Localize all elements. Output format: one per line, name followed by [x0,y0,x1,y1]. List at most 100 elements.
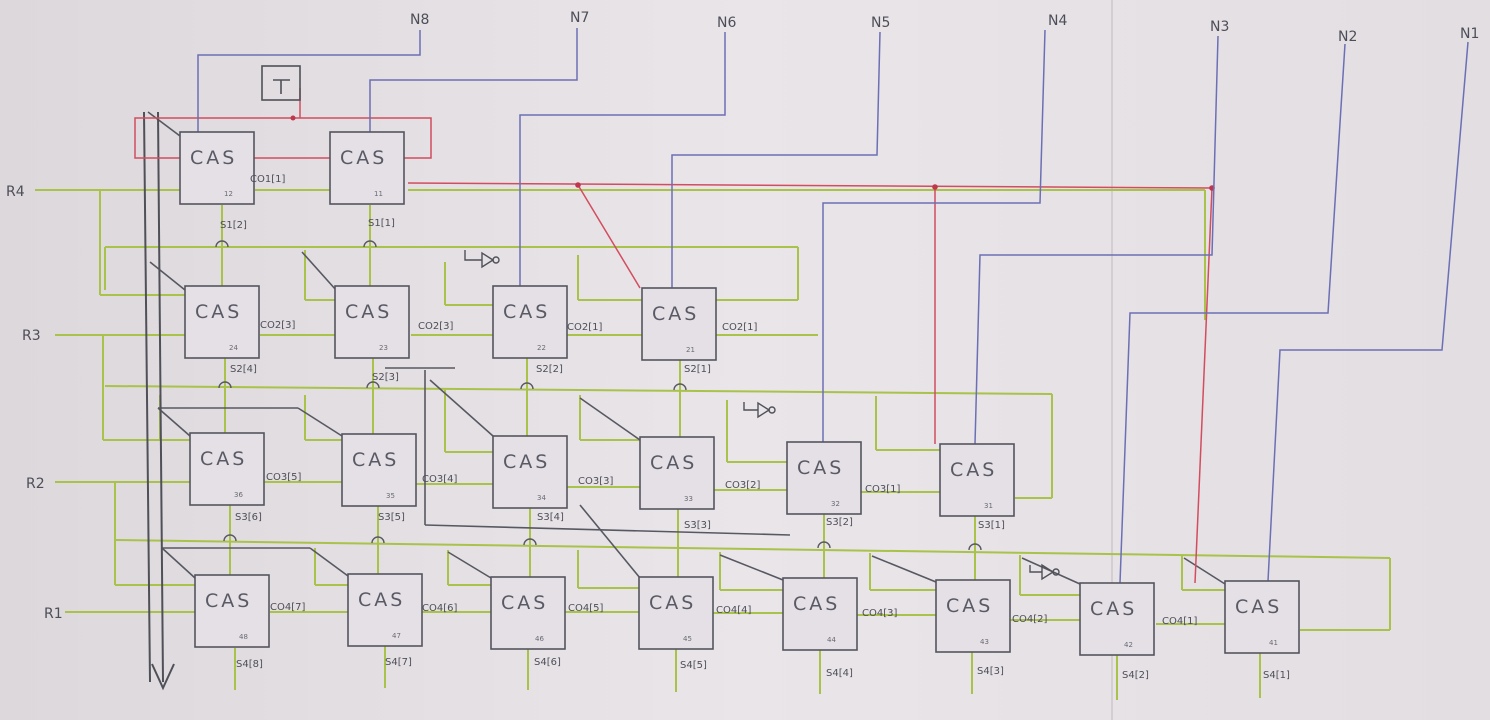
sum-label: S4[2] [1122,670,1149,681]
column-label: N2 [1338,29,1357,45]
carry-label: CO3[3] [578,476,613,487]
column-label: N1 [1460,26,1479,42]
cas-cell-title: CAS [340,147,387,169]
sum-label: S4[4] [826,668,853,679]
blue-wires [197,28,1469,584]
cas-cell: CAS 12 [179,131,255,205]
cas-cell-title: CAS [205,590,252,612]
cas-cell-title: CAS [358,589,405,611]
cas-cell-id: 31 [984,502,993,510]
carry-label: CO4[4] [716,605,751,616]
cas-cell-box [492,435,568,509]
sum-label: S3[6] [235,512,262,523]
cas-cell-box [334,285,410,359]
column-label: N4 [1048,13,1067,29]
carry-label: CO2[3] [260,320,295,331]
carry-label: CO3[2] [725,480,760,491]
carry-label: CO2[3] [418,321,453,332]
carry-label: CO4[3] [862,608,897,619]
sum-label: S1[2] [220,220,247,231]
cas-cell-box [638,576,714,650]
cas-cell-id: 43 [980,638,989,646]
cas-cell-id: 21 [686,346,695,354]
carry-label: CO4[2] [1012,614,1047,625]
cas-cell-title: CAS [501,592,548,614]
cas-cell-id: 45 [683,635,692,643]
cas-cell-id: 12 [224,190,233,198]
cas-cell: CAS 31 [939,443,1015,517]
carry-label: CO4[6] [422,603,457,614]
cas-cell-box [492,285,568,359]
carry-label: CO2[1] [567,322,602,333]
cas-cell-id: 22 [537,344,546,352]
sum-label: S3[2] [826,517,853,528]
cas-cell-box [1079,582,1155,656]
cas-cell-id: 32 [831,500,840,508]
cas-cell-box [329,131,405,205]
carry-label: CO3[4] [422,474,457,485]
column-labels: N8 N7 N6 N5 N4 N3 N2 N1 [410,10,1479,45]
sum-label: S3[3] [684,520,711,531]
cas-cell: CAS 45 [638,576,714,650]
cas-cell-title: CAS [200,448,247,470]
cas-cell-title: CAS [649,592,696,614]
cas-cell-box [490,576,566,650]
cas-cell-title: CAS [1090,598,1137,620]
cas-cell-box [194,574,270,648]
sum-label: S2[3] [372,372,399,383]
control-symbol-icon [261,65,301,101]
carry-label: CO3[5] [266,472,301,483]
sum-label: S3[5] [378,512,405,523]
column-label: N5 [871,15,890,31]
row-label-r4: R4 [6,184,25,200]
sum-label: S4[7] [385,657,412,668]
carry-label: CO4[5] [568,603,603,614]
sum-label: S3[1] [978,520,1005,531]
cas-cell-box [341,433,417,507]
cas-cell-box [939,443,1015,517]
column-label: N6 [717,15,736,31]
sum-label: S2[4] [230,364,257,375]
cas-cell-id: 41 [1269,639,1278,647]
cas-cell-id: 35 [386,492,395,500]
carry-label: CO4[1] [1162,616,1197,627]
cas-cell: CAS 44 [782,577,858,651]
cas-cell-box [782,577,858,651]
cas-cell-id: 46 [535,635,544,643]
row-label-r1: R1 [44,606,63,622]
cas-cell-box [639,436,715,510]
cas-cell-title: CAS [345,301,392,323]
cas-cell-title: CAS [190,147,237,169]
cas-cell-box [189,432,265,506]
cas-cell-title: CAS [950,459,997,481]
crossing-arcs [215,240,982,551]
sum-label: S4[3] [977,666,1004,677]
cas-cell-id: 47 [392,632,401,640]
sum-label: S4[5] [680,660,707,671]
carry-label: CO2[1] [722,322,757,333]
cas-cell: CAS 47 [347,573,423,647]
cas-cell-id: 24 [229,344,238,352]
sum-label: S2[2] [536,364,563,375]
sum-label: S4[6] [534,657,561,668]
cas-cell-box [184,285,260,359]
cas-cell-id: 44 [827,636,836,644]
buffer-icon [1029,563,1060,581]
cas-cell-title: CAS [503,451,550,473]
sum-label: S4[8] [236,659,263,670]
sum-label: S3[4] [537,512,564,523]
cas-cell-box [786,441,862,515]
row-label-r2: R2 [26,476,45,492]
cas-cell-title: CAS [793,593,840,615]
buffer-icon [743,401,776,419]
